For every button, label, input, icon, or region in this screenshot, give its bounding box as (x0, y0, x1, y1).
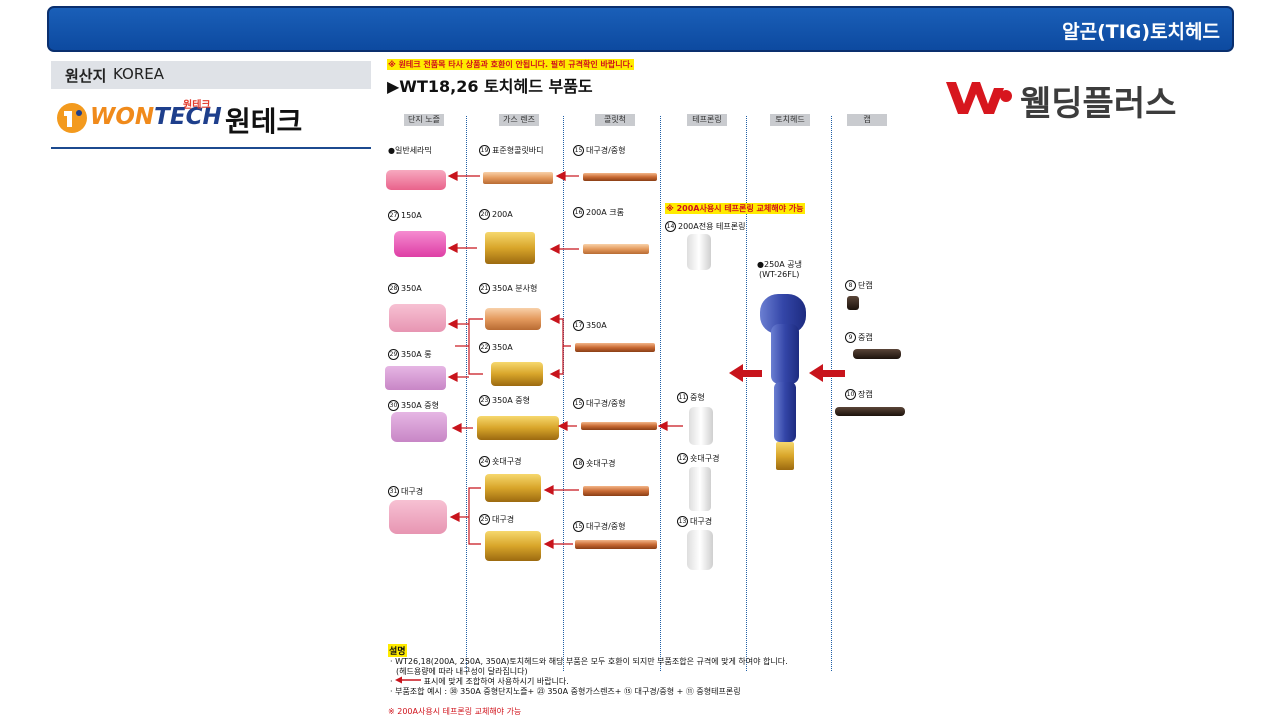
page-title: 알곤(TIG)토치헤드 (1062, 21, 1220, 43)
label-general-ceramic: ●일반세라믹 (388, 146, 432, 155)
header-bar: 알곤(TIG)토치헤드 (47, 6, 1234, 52)
wontech-small-ko: 원테크 (183, 100, 211, 111)
collet-16-chrome (583, 244, 649, 254)
collet-15-row5 (581, 422, 657, 430)
column-header-gas-lens: 가스 렌즈 (499, 114, 539, 126)
gas-lens-21-diffuser (485, 308, 541, 330)
column-divider (831, 116, 832, 671)
column-header-nozzle: 단지 노즐 (404, 114, 444, 126)
collet-15-row1 (583, 173, 657, 181)
compatibility-notice: ※ 원테크 전품목 타사 상품과 호환이 안됩니다. 필히 규격확인 바랍니다. (387, 59, 634, 70)
nozzle-28-350a (389, 304, 446, 332)
explanation-line-3: · 표시에 맞게 조합하여 사용하시기 바랍니다. (390, 676, 569, 686)
torch-head-wt26fl (760, 294, 806, 470)
nozzle-30-medium (391, 412, 447, 442)
weldingplus-logo-icon (946, 82, 1012, 114)
teflon-ring-14 (687, 234, 711, 270)
explanation-line-4: · 부품조합 예시 : ㉚ 350A 중형단지노즐+ ㉓ 350A 중형가스렌즈… (390, 687, 741, 696)
diagram-title: ▶WT18,26 토치헤드 부품도 (387, 77, 593, 96)
column-divider (563, 116, 564, 671)
origin-row: 원산지 KOREA (51, 61, 371, 89)
origin-value: KOREA (113, 65, 164, 83)
combination-arrows (447, 171, 845, 549)
collet-17-350a (575, 343, 655, 352)
red-arrow-icon (395, 676, 422, 684)
wontech-korean-name: 원테크 (225, 105, 303, 138)
cap-10-long (835, 407, 905, 416)
nozzle-general-ceramic (386, 170, 446, 190)
column-divider (746, 116, 747, 671)
wontech-wordmark-tech: TECH (154, 104, 222, 130)
column-header-collet: 콜릿척 (595, 114, 635, 126)
cap-8-short (847, 296, 859, 310)
gas-lens-25-large (485, 531, 541, 561)
origin-label: 원산지 (65, 67, 107, 85)
teflon-ring-13 (687, 530, 713, 570)
gas-lens-24-short (485, 474, 541, 502)
parts-diagram: ※ 원테크 전품목 타사 상품과 호환이 안됩니다. 필히 규격확인 바랍니다.… (385, 56, 912, 671)
wontech-wordmark-won: WON (90, 104, 155, 130)
gas-lens-20-200a (485, 232, 535, 264)
label-torch-head-line1: ●250A 공냉 (757, 260, 802, 269)
explanation-note: ※ 200A사용시 테프론링 교체해야 가능 (388, 707, 522, 716)
cap-9-medium (853, 349, 901, 359)
explanation-title: 설명 (388, 644, 407, 657)
teflon-ring-11 (689, 407, 713, 445)
explanation-line-2: (헤드용량에 따라 내구성이 달라집니다) (396, 667, 528, 676)
collet-body-standard (483, 172, 553, 184)
brand-divider (51, 147, 371, 149)
gas-lens-22-350a (491, 362, 543, 386)
collet-15-row7 (575, 540, 657, 549)
collet-18-short (583, 486, 649, 496)
nozzle-31-large (389, 500, 447, 534)
label-torch-head-line2: (WT-26FL) (759, 270, 800, 279)
column-header-teflon-ring: 테프론링 (687, 114, 727, 126)
explanation-line-1: · WT26,18(200A, 250A, 350A)토치헤드와 해당 부품은 … (390, 657, 788, 666)
parts-illustration (385, 170, 905, 570)
gas-lens-23-medium (477, 416, 559, 440)
teflon-ring-12 (689, 467, 711, 511)
wontech-logo-icon (57, 103, 87, 133)
column-header-torch-head: 토치헤드 (770, 114, 810, 126)
column-divider (466, 116, 467, 671)
column-header-cap: 캡 (847, 114, 887, 126)
wontech-wordmark: WONTECH (90, 104, 222, 130)
nozzle-29-long (385, 366, 446, 390)
weldingplus-wordmark: 웰딩플러스 (1020, 84, 1177, 124)
notice-200a: ※ 200A사용시 테프론링 교체해야 가능 (665, 203, 805, 214)
nozzle-27-150a (394, 231, 446, 257)
column-divider (660, 116, 661, 671)
